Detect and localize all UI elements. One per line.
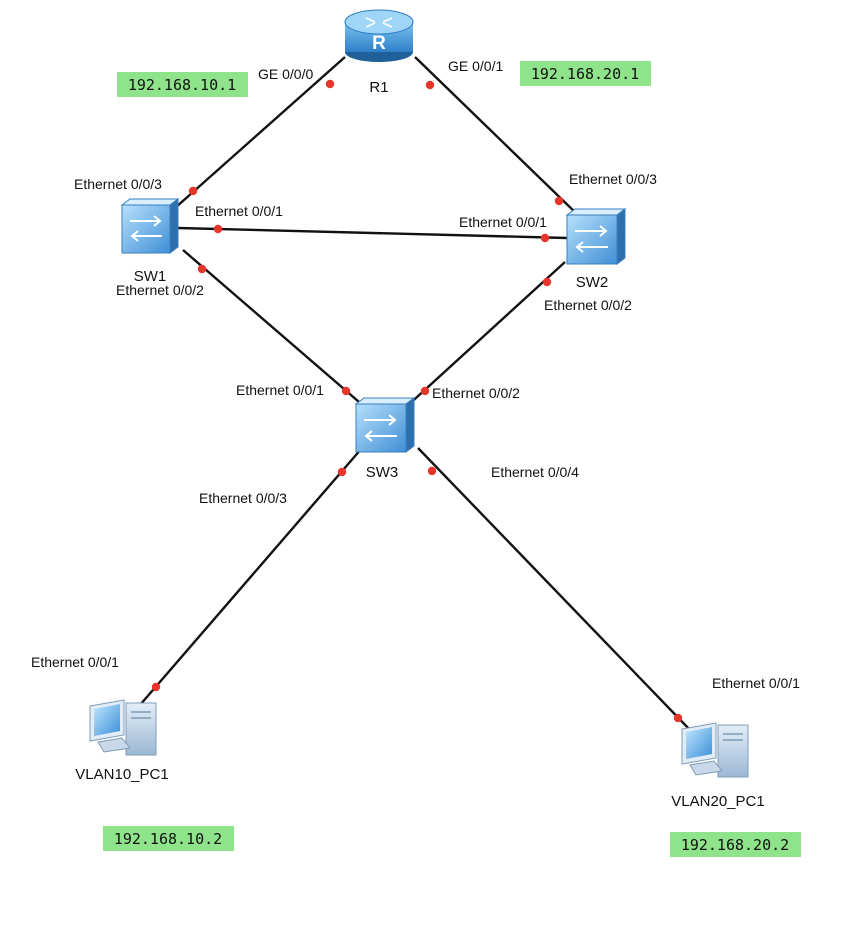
ip-badge-bg (520, 61, 651, 86)
port-label: Ethernet 0/0/1 (31, 654, 119, 670)
link-sw2-sw3 (404, 261, 566, 409)
device-label-sw2: SW2 (576, 274, 609, 291)
switch-icon (354, 397, 416, 453)
device-label-pc2: VLAN20_PC1 (671, 793, 764, 810)
port-dots (151, 79, 683, 723)
port-dot (425, 80, 435, 90)
port-label: GE 0/0/0 (258, 66, 313, 82)
switch-icon (120, 198, 180, 254)
links (139, 56, 693, 733)
port-dot (554, 196, 564, 206)
ip-label: 192.168.20.2 (681, 836, 789, 854)
device-label-sw1: SW1 (134, 268, 167, 285)
ip-badge-pc2: 192.168.20.2 (670, 832, 801, 857)
router-icon: R (344, 9, 414, 62)
link-sw1-sw2 (177, 226, 568, 240)
port-dot (188, 186, 198, 196)
ip-label: 192.168.10.1 (128, 76, 236, 94)
port-label: Ethernet 0/0/3 (199, 490, 287, 506)
port-labels: GE 0/0/0 GE 0/0/1 Ethernet 0/0/3 Etherne… (31, 58, 800, 691)
port-dot (540, 233, 550, 243)
link-sw3-pc2 (417, 447, 693, 733)
port-label: Ethernet 0/0/2 (432, 385, 520, 401)
port-dot (427, 466, 437, 476)
ip-badge-bg (670, 832, 801, 857)
port-dot (151, 682, 161, 692)
port-label: Ethernet 0/0/1 (712, 675, 800, 691)
port-dot (542, 277, 552, 287)
link-sw3-pc1 (139, 447, 363, 706)
svg-text:R: R (372, 33, 386, 54)
port-dot (420, 386, 430, 396)
device-label-r1: R1 (369, 79, 388, 96)
pc-icon (681, 722, 749, 778)
port-dot (673, 713, 683, 723)
pc-vlan20-pc1[interactable]: VLAN20_PC1 (671, 722, 765, 810)
ip-badge-r1-ge000: 192.168.10.1 (117, 72, 248, 97)
port-dot (341, 386, 351, 396)
ip-label: 192.168.20.1 (531, 65, 639, 83)
port-label: Ethernet 0/0/2 (544, 297, 632, 313)
device-label-sw3: SW3 (366, 464, 399, 481)
port-label: Ethernet 0/0/3 (74, 176, 162, 192)
router-r1[interactable]: R R1 (344, 9, 414, 96)
port-dot (325, 79, 335, 89)
port-label: Ethernet 0/0/1 (459, 214, 547, 230)
port-dot (213, 224, 223, 234)
ip-badge-r1-ge001: 192.168.20.1 (520, 61, 651, 86)
port-label: Ethernet 0/0/1 (236, 382, 324, 398)
ip-badge-bg (103, 826, 234, 851)
device-label-pc1: VLAN10_PC1 (75, 766, 168, 783)
ip-badge-bg (117, 72, 248, 97)
pc-vlan10-pc1[interactable]: VLAN10_PC1 (75, 699, 169, 783)
link-sw1-sw3 (182, 249, 367, 409)
switch-sw2[interactable]: SW2 (565, 208, 627, 291)
ip-badge-pc1: 192.168.10.2 (103, 826, 234, 851)
pc-icon (89, 699, 157, 756)
switch-sw1[interactable]: SW1 (120, 198, 180, 285)
switch-icon (565, 208, 627, 265)
port-label: Ethernet 0/0/2 (116, 282, 204, 298)
switch-sw3[interactable]: SW3 (354, 397, 416, 481)
port-label: GE 0/0/1 (448, 58, 503, 74)
port-dot (197, 264, 207, 274)
port-label: Ethernet 0/0/4 (491, 464, 579, 480)
link-r1-sw1 (174, 56, 346, 209)
link-r1-sw2 (414, 56, 579, 216)
port-label: Ethernet 0/0/3 (569, 171, 657, 187)
port-dot (337, 467, 347, 477)
ip-label: 192.168.10.2 (114, 830, 222, 848)
port-label: Ethernet 0/0/1 (195, 203, 283, 219)
